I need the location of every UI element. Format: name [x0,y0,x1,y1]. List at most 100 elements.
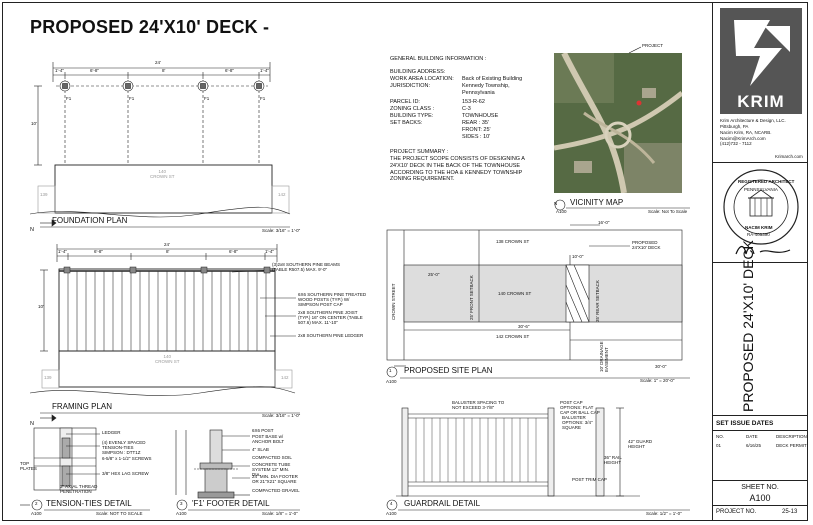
summary-line: 24'X10' DECK IN THE BACK OF THE TOWNHOUS… [390,162,521,169]
firm-email: Nacim@KrimArch.com [720,135,766,141]
framing-note-post: 6X6 SOUTHERN PINE TREATED WOOD POSTS (TY… [298,292,367,307]
post-label: F1 [204,96,210,101]
title-block [712,2,809,521]
site-dim-bottom: 30'-0" [655,364,667,369]
footer-sheet-ref: A100 [176,511,187,516]
vicinity-map-title: VICINITY MAP [570,198,624,207]
foundation-dim-2: 6'-8" [90,68,99,73]
footer-scale: Scale: 1/8" = 1'-0" [262,511,298,516]
site-street-bot: 142 CROWN ST [496,334,530,339]
issue-heading: SET ISSUE DATES [716,420,774,427]
footer-note: CONCRETE TUBE SYSTEM 12" MIN. DIA. [252,462,291,477]
firm-contact: Krim Architecture & Design, LLC. Pittsbu… [720,118,786,147]
info-value: C-3 [462,105,471,112]
issue-row-no: 01 [716,443,722,448]
guardrail-note: BALUSTER SPACING TO NOT EXCEED 3-7/8" [452,400,505,410]
guardrail-note: BALUSTER OPTIONS: 3/4" SQUARE [562,415,593,430]
stamp-line: PENNSYLVANIA [744,187,778,192]
logo-text: KRIM [737,92,785,111]
framing-note-joist: 2x8 SOUTHERN PINE JOIST (TYP.) 16" ON CE… [298,310,363,325]
issue-col-no: NO. [716,434,725,439]
sheet-no-label: SHEET NO. [741,484,779,491]
firm-city: Pittsburgh, PA [720,123,749,129]
joist-lines [67,271,267,351]
framing-dim-2: 6'-8" [94,249,103,254]
foundation-dim-3: 8' [162,68,166,73]
info-label: BUILDING TYPE: [390,112,434,119]
site-drainage: 10' DRAINAGE EASEMENT [599,341,609,372]
issue-col-description: DESCRIPTION [776,434,807,439]
site-plan-sheet-ref: A100 [386,379,397,384]
info-value: SIDES : 10' [462,133,491,140]
site-plan-title: PROPOSED SITE PLAN [404,366,493,375]
footer-note: 4" SLAB [252,447,269,452]
framing-scale: Scale: 3/16" = 1'-0" [262,413,301,418]
info-value: 153-R-62 [462,98,485,105]
foundation-street: 140 CROWN ST [150,169,175,179]
side-title: PROPOSED 24'X10' DECK [740,240,756,412]
framing-dim-1: 1'-4" [58,249,67,254]
info-value: Pennsylvania [462,89,495,96]
info-value: Back of Existing Building [462,75,523,82]
stamp-line: RA-405390 [747,232,770,237]
site-dim-top2: 10'-0" [572,254,584,259]
general-info: GENERAL BUILDING INFORMATION : BUILDING … [390,56,540,183]
site-dim-rear: 30'-6" [518,324,530,329]
foundation-scale: Scale: 3/16" = 1'-0" [262,228,301,233]
tension-note: 3" AXIAL THREAD PENETRATION [60,484,98,494]
tension-title: TENSION-TIES DETAIL [46,499,132,508]
info-value: FRONT: 25' [462,126,491,133]
leader-arrow-icon [628,46,642,54]
footer-number: 3 [180,501,183,506]
footer-title: 'F1' FOOTER DETAIL [192,499,270,508]
firm-name: Krim Architecture & Design, LLC. [720,118,786,123]
project-no-label: PROJECT NO. [716,509,757,515]
info-value: REAR : 35' [462,119,490,126]
tension-note: 3/8" HEX LAG SCREW [102,471,149,476]
footer-note: COMPACTED GRAVEL [252,488,300,493]
guardrail-title: GUARDRAIL DETAIL [404,499,481,508]
tension-note: TOP PLATES [20,461,37,471]
sheet-title: PROPOSED 24'X10' DECK - [30,17,270,37]
framing-street: 140 CROWN ST [155,354,180,364]
framing-plan-title: FRAMING PLAN [52,402,113,411]
guardrail-sheet-ref: A100 [386,511,397,516]
divider [712,415,808,416]
summary-heading: PROJECT SUMMARY : [390,148,449,155]
info-label: SET BACKS: [390,119,423,126]
tension-note: (4) EVENLY SPACED TENSION-TIES SIMPSON :… [102,440,146,455]
post-label: F1 [260,96,266,101]
framing-total-dim: 24' [164,242,170,247]
info-label: PARCEL ID: [390,98,420,105]
info-value: TOWNHOUSE [462,112,499,119]
guardrail-scale: Scale: 1/2" = 1'-0" [646,511,682,516]
project-no: 25-13 [782,509,798,515]
info-value: Kennedy Township, [462,82,510,89]
framing-right-tag: 142 [281,375,289,380]
firm-person: Nacim Krim, RA, NCARB. [720,129,772,135]
vicinity-north: N [554,201,558,206]
sheet-no: A100 [749,493,771,503]
summary-line: ACCORDING TO THE HOA & KENNEDY TOWNSHIP [390,169,523,176]
footer-note: 6X6 POST [252,428,274,433]
guardrail-note: POST TRIM CAP [572,477,607,482]
tension-note: 6-5/8" x 1-1/2" SCREWS [102,456,152,461]
vicinity-scale: Scale: Not To Scale [648,209,688,214]
divider [712,162,808,163]
issue-row-date: 6/16/25 [746,443,762,448]
site-plan-number: 1 [389,368,392,373]
site-setback-front: 25' FRONT SETBACK [469,275,474,320]
krim-logo-mark-icon [734,20,790,86]
site-street-mid: 140 CROWN ST [498,291,532,296]
tension-note: LEDGER [102,430,121,435]
site-proposed-label: PROPOSED 24'X10' DECK [632,240,661,250]
info-label: BUILDING ADDRESS: [390,68,446,75]
guardrail-number: 4 [390,501,393,506]
site-plan-scale: Scale: 1" = 20'-0" [640,378,675,383]
firm-website: Krimarch.com [775,154,803,159]
tension-number: 2 [35,501,38,506]
post-label: F1 [66,96,72,101]
site-dim-left: 25'-0" [428,272,440,277]
